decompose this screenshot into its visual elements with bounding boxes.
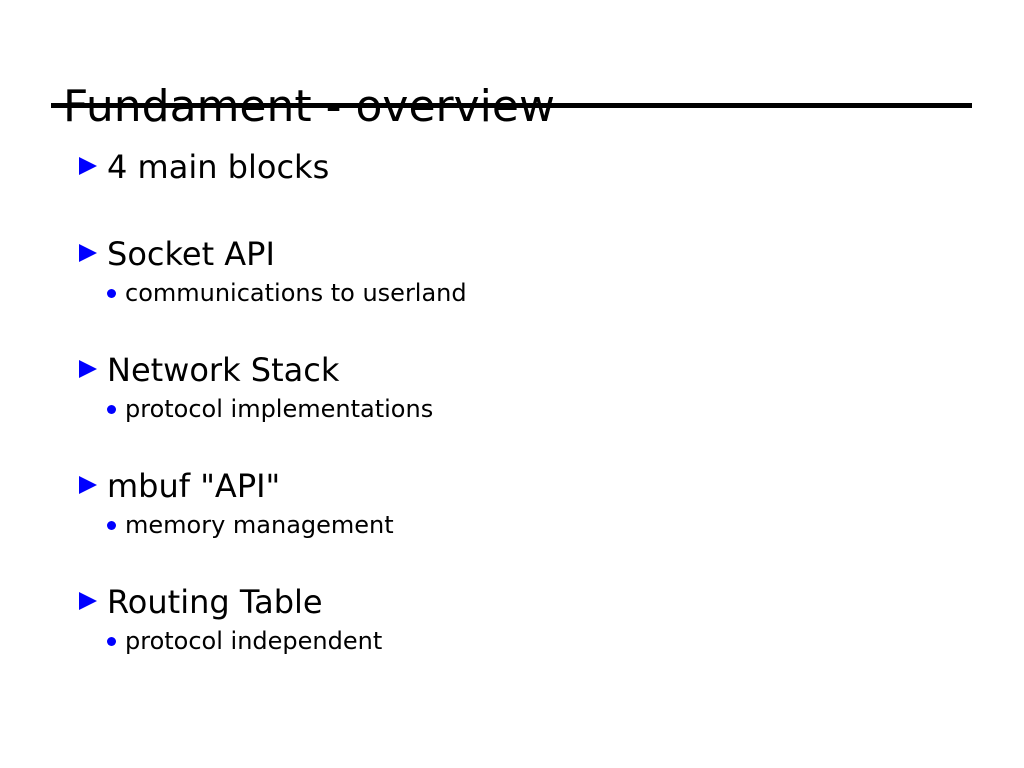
blue-dot-bullet-icon — [107, 637, 116, 646]
list-item-level1-label: 4 main blocks — [107, 148, 330, 186]
list-item-level2-label: communications to userland — [125, 279, 467, 307]
list-item-level2: communications to userland — [0, 277, 1024, 310]
blue-triangle-bullet-icon — [79, 592, 97, 610]
bullet-group: 4 main blocks — [0, 146, 1024, 188]
blue-triangle-bullet-icon — [79, 476, 97, 494]
list-item-level1: mbuf "API" — [0, 465, 1024, 507]
blue-triangle-bullet-icon — [79, 157, 97, 175]
blue-dot-bullet-icon — [107, 405, 116, 414]
list-item-level2: memory management — [0, 509, 1024, 542]
blue-dot-bullet-icon — [107, 289, 116, 298]
list-item-level1: Routing Table — [0, 581, 1024, 623]
list-item-level1-label: mbuf "API" — [107, 467, 281, 505]
blue-triangle-bullet-icon — [79, 360, 97, 378]
blue-triangle-bullet-icon — [79, 244, 97, 262]
bullet-list: 4 main blocks Socket API communications … — [0, 146, 1024, 658]
list-item-level2-label: protocol independent — [125, 627, 383, 655]
title-divider — [51, 103, 972, 108]
list-item-level1-label: Socket API — [107, 235, 275, 273]
list-item-level2-label: memory management — [125, 511, 394, 539]
list-item-level1: Socket API — [0, 233, 1024, 275]
bullet-group: Network Stack protocol implementations — [0, 349, 1024, 426]
bullet-group: mbuf "API" memory management — [0, 465, 1024, 542]
list-item-level1-label: Network Stack — [107, 351, 340, 389]
bullet-group: Socket API communications to userland — [0, 233, 1024, 310]
list-item-level2: protocol independent — [0, 625, 1024, 658]
list-item-level1: Network Stack — [0, 349, 1024, 391]
bullet-group: Routing Table protocol independent — [0, 581, 1024, 658]
list-item-level1-label: Routing Table — [107, 583, 323, 621]
blue-dot-bullet-icon — [107, 521, 116, 530]
list-item-level2-label: protocol implementations — [125, 395, 434, 423]
list-item-level2: protocol implementations — [0, 393, 1024, 426]
list-item-level1: 4 main blocks — [0, 146, 1024, 188]
